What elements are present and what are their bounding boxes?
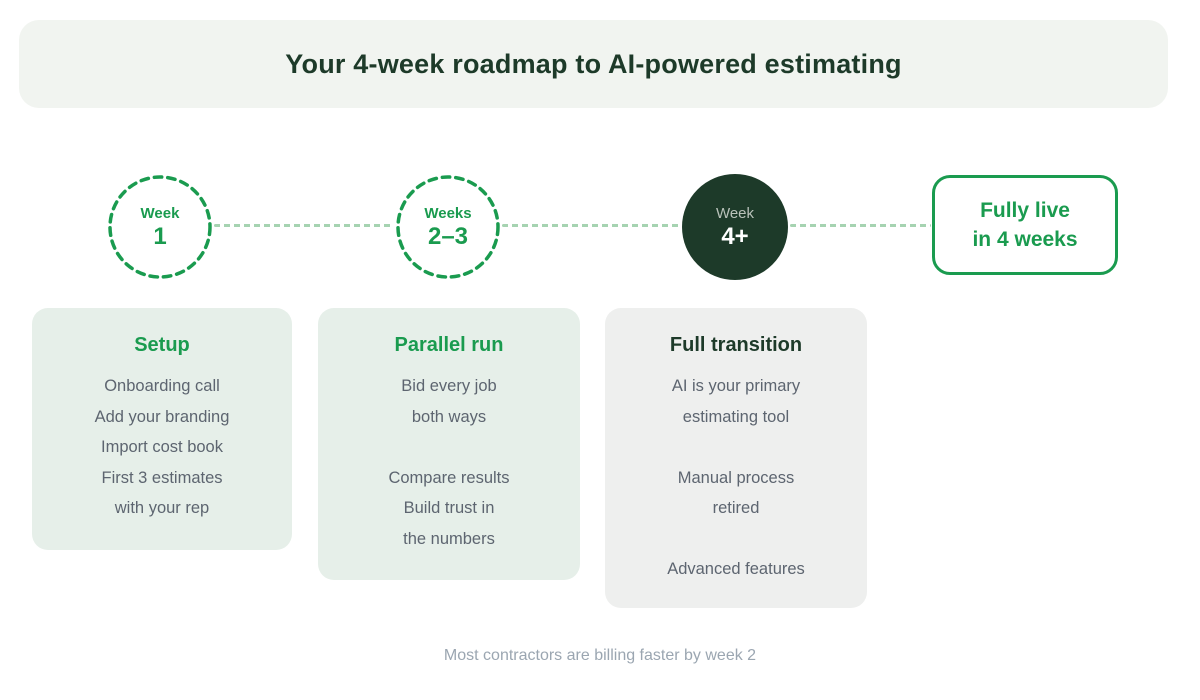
milestone-label-group: Week 1	[107, 174, 213, 280]
timeline-connector	[790, 224, 931, 227]
card-line: Advanced features	[667, 560, 805, 578]
card-setup: Setup Onboarding call Add your branding …	[32, 308, 292, 550]
card-line: Import cost book	[101, 438, 223, 456]
card-line: both ways	[411, 407, 487, 426]
milestone-week-word: Week	[140, 205, 180, 222]
milestone-week-number: 4+	[721, 223, 749, 250]
fully-live-line-2: in 4 weeks	[972, 228, 1078, 251]
card-line: estimating tool	[682, 407, 790, 426]
card-line: Compare results	[388, 468, 510, 487]
milestone-week-word: Week	[715, 205, 755, 222]
card-title: Setup	[134, 334, 190, 356]
milestone-label-group: Weeks 2–3	[395, 174, 501, 280]
header-banner: Your 4-week roadmap to AI-powered estima…	[19, 20, 1168, 108]
card-title: Full transition	[669, 334, 803, 356]
milestone-week-word: Weeks	[424, 205, 472, 222]
card-line: AI is your primary	[671, 377, 801, 395]
timeline-connector	[502, 224, 682, 227]
card-line: Bid every job	[401, 377, 497, 395]
footer-note: Most contractors are billing faster by w…	[443, 647, 757, 664]
card-line: Add your branding	[94, 407, 230, 426]
card-line: Manual process	[677, 468, 795, 487]
card-line-spacer	[318, 432, 580, 463]
milestone-week-1: Week 1	[107, 174, 213, 280]
milestone-week-number: 2–3	[427, 223, 469, 250]
card-title: Parallel run	[394, 334, 504, 356]
card-line: First 3 estimates	[101, 468, 223, 487]
page-title: Your 4-week roadmap to AI-powered estima…	[285, 48, 902, 79]
milestone-label-group: Week 4+	[682, 174, 788, 280]
milestone-weeks-2-3: Weeks 2–3	[395, 174, 501, 280]
dashed-circle-icon	[396, 175, 500, 279]
card-line-spacer	[605, 432, 867, 463]
milestone-week-number: 1	[153, 223, 167, 250]
card-line: Build trust in	[403, 499, 495, 517]
card-line: with your rep	[114, 499, 210, 517]
fully-live-line-1: Fully live	[980, 199, 1070, 222]
card-line: retired	[712, 499, 760, 517]
milestone-week-4-plus: Week 4+	[682, 174, 788, 280]
card-line-spacer	[605, 524, 867, 555]
card-full-transition: Full transition AI is your primary estim…	[605, 308, 867, 608]
card-line: the numbers	[403, 529, 495, 548]
timeline-connector	[214, 224, 394, 227]
card-parallel-run: Parallel run Bid every job both ways Com…	[318, 308, 580, 580]
fully-live-box: Fully live in 4 weeks	[932, 175, 1118, 275]
dashed-circle-icon	[108, 175, 212, 279]
card-line: Onboarding call	[104, 377, 220, 395]
